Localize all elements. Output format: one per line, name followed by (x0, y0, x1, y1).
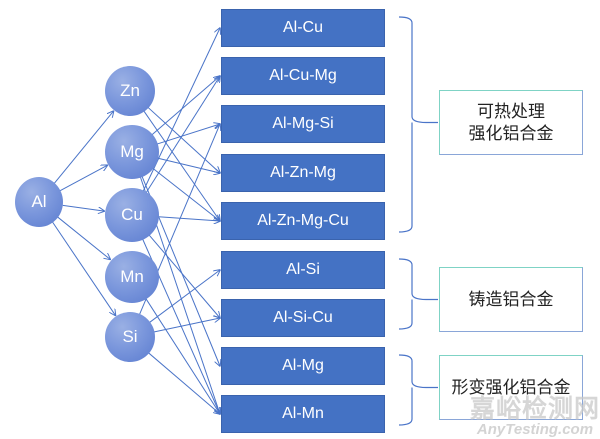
edge-al-to-mn (57, 216, 111, 259)
watermark-cn: 嘉峪检测网 (470, 394, 600, 423)
alloy-label: Al-Mg (282, 357, 324, 374)
node-zn: Zn (105, 66, 155, 116)
node-mn: Mn (105, 251, 159, 303)
edge-si-to-al-mn (145, 350, 220, 414)
edge-mg-to-al-mg-si (153, 124, 220, 146)
category-label: 形变强化铝合金 (451, 377, 571, 398)
edge-mg-to-al-cu-mg (149, 76, 220, 138)
node-si: Si (105, 312, 155, 362)
node-cu: Cu (105, 188, 159, 242)
node-label: Si (122, 327, 138, 346)
edge-si-to-al-si (146, 270, 220, 325)
alloy-label: Al-Zn-Mg (270, 164, 336, 181)
edge-cu-to-al-si-cu (146, 232, 220, 318)
category-label: 铸造铝合金 (468, 289, 554, 310)
edge-mg-to-al-zn-mg-cu (149, 165, 220, 221)
node-label: Al (31, 192, 47, 211)
alloy-box-al-si-cu: Al-Si-Cu (221, 299, 385, 337)
node-label: Zn (120, 81, 140, 100)
edge-al-to-zn (53, 111, 113, 184)
node-label: Mg (120, 142, 144, 161)
edge-zn-to-al-zn-mg (145, 104, 220, 173)
alloy-label: Al-Si (286, 261, 320, 278)
alloy-box-al-cu: Al-Cu (221, 9, 385, 47)
alloy-label: Al-Si-Cu (273, 309, 333, 326)
edge-mg-to-al-zn-mg (154, 156, 220, 173)
edge-al-to-mg (59, 165, 107, 192)
category-wrought: 形变强化铝合金 (439, 355, 583, 420)
alloy-label: Al-Cu (282, 19, 323, 36)
edge-cu-to-al-cu (141, 28, 220, 195)
node-label: Mn (120, 267, 144, 286)
alloy-label: Al-Cu-Mg (269, 67, 337, 84)
edge-mn-to-al-mn (143, 296, 220, 414)
bracket-heat-treatable (398, 16, 438, 233)
edge-cu-to-al-zn-mg-cu (154, 216, 220, 221)
alloy-label: Al-Mg-Si (272, 115, 334, 132)
alloy-box-al-mg: Al-Mg (221, 347, 385, 385)
alloy-label: Al-Mn (282, 405, 324, 422)
alloy-box-al-zn-mg-cu: Al-Zn-Mg-Cu (221, 202, 385, 240)
bracket-cast (398, 258, 438, 330)
alloy-box-al-zn-mg: Al-Zn-Mg (221, 154, 385, 192)
watermark: 嘉峪检测网 AnyTesting.com (470, 389, 600, 438)
edge-al-to-cu (62, 204, 105, 211)
category-heat-treatable: 可热处理 强化铝合金 (439, 90, 583, 155)
edge-zn-to-al-zn-mg-cu (141, 108, 220, 221)
alloy-label: Al-Zn-Mg-Cu (257, 212, 349, 229)
node-label: Cu (121, 205, 143, 224)
edge-al-to-si (52, 221, 115, 316)
node-al: Al (15, 177, 63, 227)
bracket-wrought-strain-hardened (398, 354, 438, 426)
alloy-box-al-mn: Al-Mn (221, 395, 385, 433)
category-cast: 铸造铝合金 (439, 267, 583, 332)
alloy-box-al-cu-mg: Al-Cu-Mg (221, 57, 385, 95)
node-mg: Mg (105, 125, 159, 179)
edge-si-to-al-si-cu (150, 318, 220, 334)
alloy-box-al-si: Al-Si (221, 251, 385, 289)
alloy-box-al-mg-si: Al-Mg-Si (221, 105, 385, 143)
category-label: 可热处理 强化铝合金 (468, 101, 554, 144)
watermark-en: AnyTesting.com (476, 421, 594, 438)
